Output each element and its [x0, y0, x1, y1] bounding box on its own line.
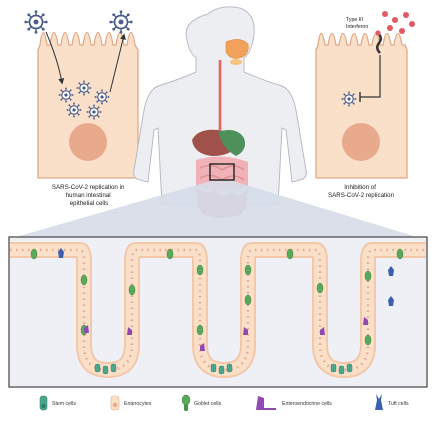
legend-label-tuft-cells: Tuft cells	[388, 401, 409, 407]
inhibition-line	[360, 55, 381, 98]
legend: Stem cells Enterocytes Goblet cells Ente…	[39, 394, 409, 411]
legend-label-stem-cells: Stem cells	[52, 401, 76, 407]
infected-enterocyte-cell	[37, 31, 139, 179]
entry-arrow	[45, 31, 65, 85]
tuft-cell-icon	[375, 394, 383, 410]
stem-cells	[94, 363, 353, 375]
left-caption: SARS-CoV-2 replication in human intestin…	[52, 184, 126, 207]
legend-label-enteroendocrine-cells: Enteroendocrine cells	[282, 401, 332, 407]
salivary-glands	[225, 39, 249, 65]
interferon-receptor	[375, 30, 382, 54]
virus-particle-released	[109, 10, 132, 33]
stem-cell-icon	[39, 395, 48, 411]
interferon-molecules	[382, 11, 415, 34]
interferon-label: Type III Interferon	[346, 17, 368, 30]
enteroendocrine-cells	[84, 317, 368, 351]
enterocyte-icon	[110, 395, 120, 411]
cell-nucleus	[69, 123, 107, 161]
goblet-cells	[30, 248, 404, 346]
zoom-highlight-box	[209, 163, 235, 181]
release-arrow	[109, 33, 126, 93]
legend-label-enterocytes: Enterocytes	[124, 401, 152, 407]
virus-particle-entering	[24, 10, 47, 33]
protected-enterocyte-cell	[315, 32, 408, 179]
right-caption: Inhibition of SARS-CoV-2 replication	[328, 184, 395, 199]
cell-nucleus	[342, 123, 380, 161]
goblet-cell-icon	[181, 394, 191, 411]
tuft-cells	[58, 248, 394, 306]
legend-label-goblet-cells: Goblet cells	[194, 401, 222, 407]
zoom-projection	[12, 181, 420, 238]
enteroendocrine-cell-icon	[256, 396, 276, 410]
inhibited-virus	[340, 90, 358, 108]
